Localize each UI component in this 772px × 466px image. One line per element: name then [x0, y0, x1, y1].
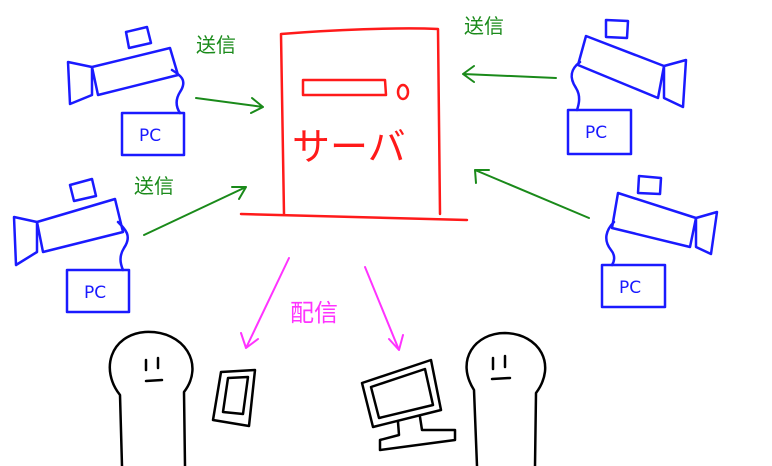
- camera-4: PC: [600, 174, 719, 309]
- pc-box: [600, 263, 667, 309]
- person-mouth: [144, 378, 164, 383]
- video-camera-icon: [66, 25, 180, 106]
- pc-box: [65, 268, 131, 314]
- desktop-pc-icon: [360, 358, 457, 452]
- monitor-stand: [378, 415, 457, 452]
- person-mouth: [490, 376, 512, 381]
- pc-label: PC: [619, 278, 641, 298]
- server-power-indicator: [396, 83, 410, 101]
- video-camera-icon: [610, 174, 719, 256]
- video-camera-icon: [12, 177, 125, 267]
- person-body: [108, 330, 194, 466]
- camera-cable: [116, 220, 129, 272]
- camera-cable: [605, 220, 616, 267]
- send-arrow-4: [474, 169, 590, 219]
- server-label: サーバ: [292, 125, 406, 169]
- send-arrow-1: 送信: [195, 33, 264, 114]
- distribution-arrow-right: [364, 266, 404, 351]
- distribution-arrows: 配信: [240, 257, 404, 351]
- person-body: [465, 331, 547, 466]
- distribution-arrow-left: [240, 257, 290, 349]
- send-arrow-3: 送信: [462, 14, 557, 83]
- camera-3: PC: [566, 18, 688, 156]
- send-arrow-2: 送信: [134, 174, 247, 236]
- pc-box: [120, 111, 186, 157]
- person-left: [108, 330, 194, 466]
- distribution-label: 配信: [290, 299, 338, 327]
- person-right: [465, 331, 547, 466]
- send-label: 送信: [196, 33, 236, 57]
- tablet-icon: [211, 368, 257, 428]
- server-base: [239, 212, 469, 222]
- pc-box: [566, 108, 633, 156]
- monitor-screen: [369, 367, 435, 420]
- pc-label: PC: [84, 283, 106, 303]
- monitor: [360, 358, 443, 429]
- camera-cable: [170, 68, 185, 115]
- pc-label: PC: [139, 126, 161, 146]
- camera-1: PC: [66, 25, 186, 157]
- server-box: [279, 27, 442, 216]
- send-label: 送信: [464, 14, 504, 38]
- server-slot: [301, 78, 388, 97]
- server: サーバ: [239, 27, 469, 222]
- pc-label: PC: [585, 123, 607, 143]
- send-label: 送信: [134, 174, 174, 198]
- video-camera-icon: [576, 18, 688, 109]
- camera-2: PC: [12, 177, 131, 314]
- camera-cable: [570, 60, 582, 112]
